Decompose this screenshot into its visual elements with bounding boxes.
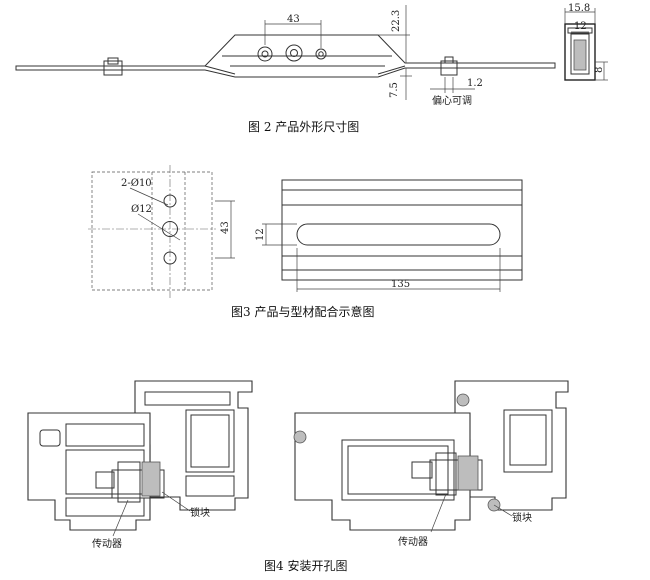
- right-slider-block: [440, 60, 458, 76]
- figure-4-installation: 锁块 传动器 锁块 传动器 图4 安装开孔图: [27, 380, 569, 573]
- left-section-drawing: 锁块 传动器: [27, 380, 253, 550]
- figure-2-caption: 图 2 产品外形尺寸图: [248, 120, 359, 134]
- right-section-drawing: 锁块 传动器: [293, 380, 569, 548]
- eccentric-adjustable-label: 偏心可调: [432, 94, 472, 107]
- drive-label-left: 传动器: [92, 538, 122, 550]
- lock-block-label-left: 锁块: [190, 506, 210, 519]
- lock-block-label-right: 锁块: [512, 511, 532, 524]
- lock-block-right: [457, 455, 479, 491]
- dim-43-fig3: 43: [220, 221, 231, 234]
- hole-10-top: [163, 194, 177, 208]
- hole-center: [285, 44, 303, 62]
- side-view: 15.8 12 8: [564, 3, 608, 81]
- drive-bar: [15, 34, 556, 78]
- lock-block-left: [141, 461, 161, 497]
- dim-12-side: 12: [574, 21, 587, 32]
- figure-4-caption: 图4 安装开孔图: [264, 558, 347, 573]
- dim-43: 43: [287, 14, 300, 25]
- drive-label-right: 传动器: [398, 536, 428, 548]
- dim-22-3: 22.3: [391, 10, 402, 32]
- left-slider-block: [103, 60, 123, 76]
- hole-left: [257, 46, 273, 62]
- figure-3-caption: 图3 产品与型材配合示意图: [231, 304, 374, 319]
- figure-3-profile-fit: 2-Ø10 Ø12 43 12 135 图3 产品与型材配合示意图: [88, 165, 523, 319]
- dim-12-fig3: 12: [255, 228, 266, 241]
- dim-8: 8: [594, 67, 605, 73]
- figure-2-product-outline: 43 22.3 7.5 1.2 偏心可调 15.8 12: [15, 3, 608, 134]
- hole-right: [315, 48, 327, 60]
- hole-12-label: Ø12: [131, 204, 152, 215]
- dim-1-2: 1.2: [467, 78, 483, 89]
- slot-opening: [296, 223, 501, 246]
- dim-7-5: 7.5: [389, 82, 400, 98]
- profile-outline: [281, 179, 523, 281]
- holes-2x10-label: 2-Ø10: [121, 178, 152, 189]
- drive-unit-left: [111, 469, 165, 499]
- dim-15-8: 15.8: [568, 3, 590, 14]
- dim-135: 135: [391, 279, 410, 290]
- hole-10-bottom: [163, 251, 177, 265]
